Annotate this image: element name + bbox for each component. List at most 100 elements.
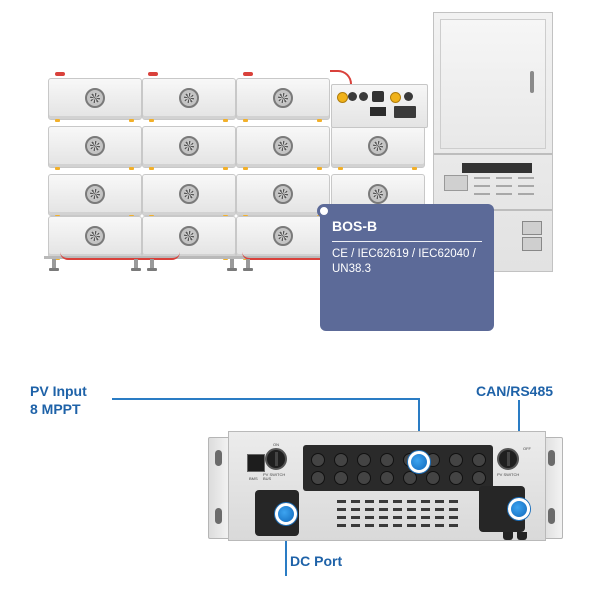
vent-slot [449, 516, 458, 519]
fan-grille-icon [179, 136, 199, 156]
vent-slot [474, 185, 490, 187]
ear-slot [215, 508, 222, 524]
cable-gland-icon [517, 532, 527, 540]
vent-slot [379, 500, 388, 503]
status-led-icon [223, 119, 228, 122]
status-led-icon [338, 167, 343, 170]
status-led-icon [317, 167, 322, 170]
rack-foot [49, 259, 59, 271]
rack-foot [227, 259, 237, 271]
bottom-cable [242, 252, 332, 260]
battery-module [142, 78, 236, 122]
door-handle-icon [530, 71, 534, 93]
card-title: BOS-B [332, 218, 378, 234]
pv-connector-block [303, 445, 493, 491]
connector-icon [359, 92, 368, 101]
vent-slot [449, 508, 458, 511]
dip-switch [247, 454, 265, 472]
vent-slot [393, 524, 402, 527]
can-rs485-label: CAN/RS485 [476, 383, 554, 399]
top-cable [148, 72, 158, 76]
vent-slot [337, 508, 346, 511]
status-led-icon [55, 167, 60, 170]
pv-input-leader [112, 398, 419, 400]
can-rs485-marker-icon [508, 498, 530, 520]
pv-switch-left-knob [265, 448, 287, 470]
connector-icon [348, 92, 357, 101]
vent-slot [421, 500, 430, 503]
vent-slot [407, 516, 416, 519]
battery-module [48, 174, 142, 218]
breaker-icon [522, 237, 542, 251]
pv-connector-icon [334, 471, 348, 485]
battery-module [236, 78, 330, 122]
pv-connector-icon [380, 471, 394, 485]
battery-module [142, 216, 236, 260]
vent-slot [518, 177, 534, 179]
vent-slot [379, 508, 388, 511]
vent-slot [474, 193, 490, 195]
vent-slot [351, 516, 360, 519]
rack-foot [243, 259, 253, 271]
display-icon [370, 107, 386, 116]
battery-module [48, 126, 142, 170]
pv-connector-icon [380, 453, 394, 467]
bottom-cable [60, 252, 180, 260]
ear-slot [548, 450, 555, 466]
vent-slot [421, 508, 430, 511]
vent-slot [351, 524, 360, 527]
pv-connector-icon [449, 453, 463, 467]
battery-module [331, 126, 425, 170]
connector-icon [390, 92, 401, 103]
pv-connector-icon [357, 453, 371, 467]
fan-grille-icon [273, 88, 293, 108]
pv-switch-right-knob [497, 448, 519, 470]
info-card: BOS-B CE / IEC62619 / IEC62040 / UN38.3 [320, 204, 494, 331]
fan-grille-icon [273, 226, 293, 246]
vent-slot [365, 516, 374, 519]
vent-slot [337, 500, 346, 503]
fan-grille-icon [85, 226, 105, 246]
pv-input-line2: 8 MPPT [30, 401, 81, 417]
vent-slot [365, 500, 374, 503]
pv-connector-icon [426, 471, 440, 485]
top-cable [243, 72, 253, 76]
battery-module [48, 78, 142, 122]
pv-connector-icon [357, 471, 371, 485]
status-led-icon [129, 119, 134, 122]
rack-ear-left [208, 437, 230, 539]
status-led-icon [149, 119, 154, 122]
battery-module [236, 126, 330, 170]
vent-slot [435, 508, 444, 511]
vent-slot [435, 516, 444, 519]
fan-grille-icon [85, 184, 105, 204]
vent-slot [379, 524, 388, 527]
pv-input-label: PV Input 8 MPPT [30, 382, 87, 418]
pv-connector-icon [311, 471, 325, 485]
dc-port-leader [285, 514, 287, 576]
vent-slot [474, 177, 490, 179]
vent-slot [351, 508, 360, 511]
card-certifications: CE / IEC62619 / IEC62040 / UN38.3 [332, 248, 476, 275]
pv-connector-icon [311, 453, 325, 467]
fan-grille-icon [179, 88, 199, 108]
pv-connector-icon [449, 471, 463, 485]
status-led-icon [412, 167, 417, 170]
vent-slot [449, 500, 458, 503]
cabinet-door [440, 19, 546, 149]
pv-switch-right-label: PV SWITCH [497, 472, 520, 477]
vent-slot [393, 516, 402, 519]
vent-slot [393, 508, 402, 511]
status-led-icon [243, 167, 248, 170]
connector-icon [404, 92, 413, 101]
breaker-icon [522, 221, 542, 235]
fan-grille-icon [368, 136, 388, 156]
cabinet [433, 12, 553, 272]
knob-off-label: OFF [523, 446, 531, 451]
vent-slot [496, 177, 512, 179]
cable-gland-icon [503, 532, 513, 540]
vent-slot [435, 524, 444, 527]
dc-port-label: DC Port [290, 553, 343, 569]
vent-slot [393, 500, 402, 503]
fan-grille-icon [179, 184, 199, 204]
